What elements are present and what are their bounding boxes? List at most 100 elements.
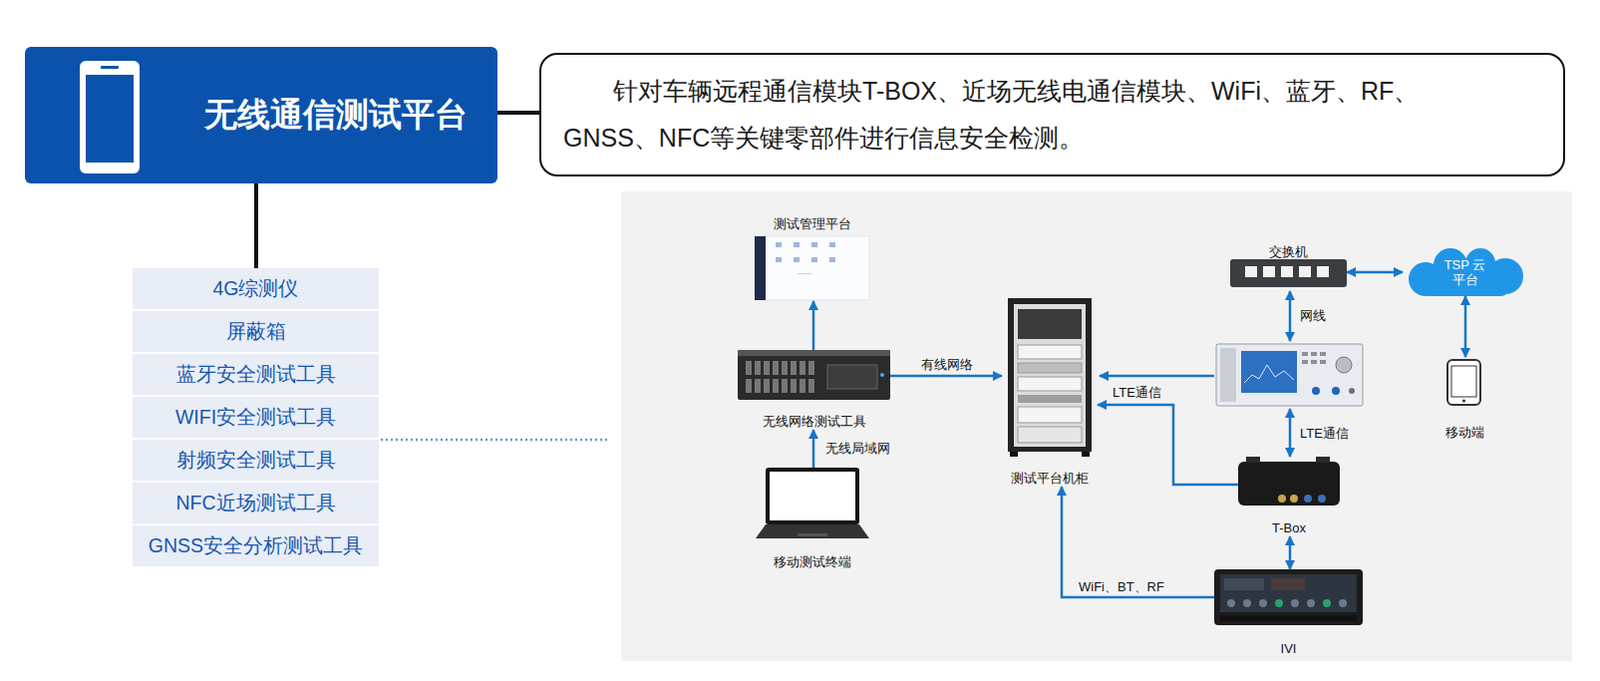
cloud-shape — [1408, 248, 1524, 297]
device-node: 测试管理平台 — [747, 216, 877, 302]
server-image — [763, 378, 770, 393]
laptop-image — [769, 471, 856, 521]
ivi-image — [1275, 599, 1283, 608]
tester-wires — [1288, 408, 1292, 457]
ivi-image — [1259, 599, 1268, 608]
connector — [254, 183, 259, 269]
ivi-image — [1322, 599, 1331, 608]
server-image — [737, 349, 891, 400]
tester-wires — [1099, 374, 1215, 378]
radio-tester-image — [1319, 351, 1326, 356]
laptop-image — [797, 533, 828, 537]
tbox-image — [1289, 494, 1298, 503]
server-image — [799, 360, 806, 375]
phone-icon — [85, 74, 134, 163]
server-image — [827, 364, 878, 389]
edge-label: WiFi、BT、RF — [1076, 579, 1167, 595]
phone-image — [1462, 398, 1466, 402]
screenshot-image — [811, 242, 818, 248]
node-text: T-Box — [1272, 520, 1306, 537]
screenshot-image — [754, 236, 766, 301]
rack-cabinet-image — [1017, 394, 1082, 403]
wire-label: 网线 — [1297, 308, 1328, 323]
tbox-image — [1238, 456, 1340, 506]
server-image — [772, 378, 779, 393]
device-node: 移动测试终端 — [749, 467, 876, 571]
node-text: 4G综测仪 — [212, 275, 299, 303]
server-image — [745, 378, 752, 393]
radio-tester-image — [1244, 364, 1294, 383]
node-text: WIFI安全测试工具 — [175, 403, 336, 431]
panel-ground — [621, 191, 1573, 661]
server-image — [790, 360, 797, 375]
laptop-image — [765, 467, 860, 525]
rack-cabinet-image — [1017, 362, 1082, 373]
rack-cabinet-image — [1007, 298, 1092, 457]
ivi-image — [1227, 599, 1236, 608]
connector — [890, 374, 1002, 378]
screenshot-image — [754, 236, 870, 301]
tool-item: NFC近场测试工具 — [132, 482, 379, 524]
laptop-image — [755, 467, 870, 539]
switch-image — [1230, 259, 1347, 288]
tester-wires — [1288, 291, 1292, 341]
radio-tester-image — [1220, 347, 1237, 402]
phone-image — [1447, 359, 1481, 405]
device-node: IVI — [1214, 569, 1363, 657]
screenshot-image — [793, 257, 800, 263]
screenshot-image — [829, 257, 836, 263]
tbox-image — [1317, 494, 1326, 503]
phone-icon — [100, 65, 119, 69]
ivi-image — [1306, 599, 1315, 608]
device-node: 移动端 — [1441, 356, 1488, 441]
server-image — [808, 378, 815, 393]
switch-image — [1245, 266, 1258, 278]
radio-tester-image — [1348, 387, 1355, 394]
screenshot-image — [793, 242, 800, 248]
radio-tester-image — [1310, 359, 1317, 364]
screenshot-image — [754, 236, 870, 301]
ivi-image — [1214, 569, 1363, 626]
tool-item: 射频安全测试工具 — [132, 439, 379, 481]
server-image — [745, 360, 752, 375]
ivi-image — [1243, 599, 1252, 608]
radio-tester-image — [1319, 359, 1326, 364]
ivi-image — [1290, 599, 1299, 608]
tbox-image — [1238, 461, 1340, 506]
phone-icon — [79, 60, 140, 174]
rack-cabinet-image — [1007, 298, 1092, 452]
ivi-image — [1271, 578, 1305, 591]
node-text: 交换机 — [1269, 244, 1308, 261]
rack-cabinet-image — [1013, 304, 1086, 447]
tool-item: GNSS安全分析测试工具 — [132, 525, 379, 567]
radio-tester-image — [1216, 343, 1363, 406]
node-text: 无线通信测试平台 — [204, 92, 468, 138]
wire-label: LTE通信 — [1297, 425, 1351, 441]
laptop-image — [755, 524, 870, 539]
tool-item: 屏蔽箱 — [132, 311, 379, 352]
server-image — [790, 378, 797, 393]
radio-tester-image — [1216, 343, 1363, 406]
server-image — [754, 360, 761, 375]
connector — [1097, 404, 1239, 485]
connector — [1061, 486, 1215, 598]
tool-item: WIFI安全测试工具 — [132, 396, 379, 438]
radio-tester-image — [1301, 351, 1308, 356]
rack-cabinet-image — [1017, 376, 1082, 391]
tbox-image — [1315, 456, 1330, 463]
server-image — [781, 360, 788, 375]
edge-label: 无线局域网 — [823, 440, 893, 456]
connector — [1464, 296, 1468, 357]
connector — [1288, 536, 1292, 570]
radio-tester-image — [1335, 356, 1352, 373]
switch-image — [1316, 266, 1329, 278]
rack-cabinet-image — [1017, 426, 1082, 443]
node-text: TSP 云平台 — [1443, 257, 1488, 288]
ivi-image — [1214, 569, 1363, 626]
cloud-node: TSP 云平台 — [1402, 248, 1528, 297]
server-image — [880, 372, 885, 377]
screenshot-image — [797, 273, 812, 275]
edge-label: LTE通信 — [1110, 384, 1164, 400]
node-text: 测试平台机柜 — [1010, 470, 1089, 487]
